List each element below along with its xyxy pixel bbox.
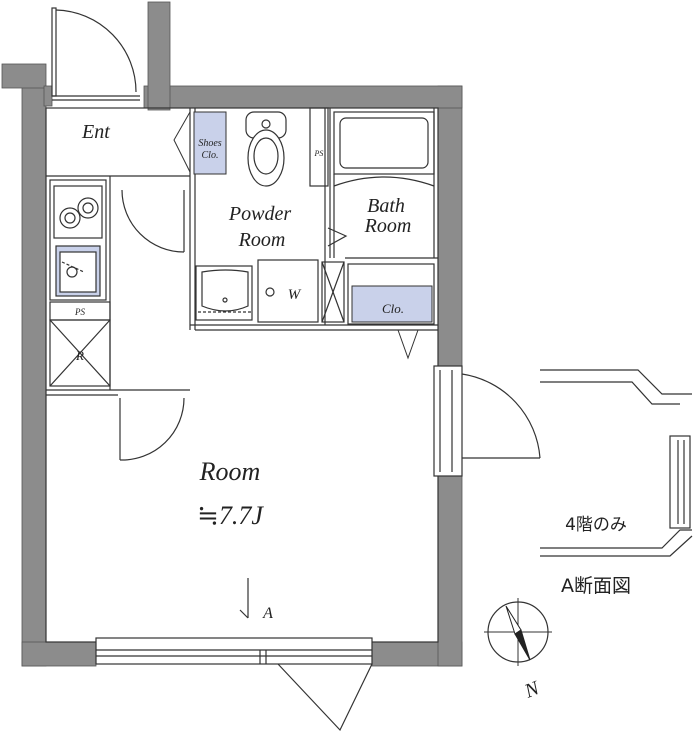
closet [351, 285, 433, 360]
section-marker [239, 578, 249, 619]
powder-room-label: Powder [228, 203, 291, 225]
washer-label: W [288, 287, 302, 303]
main-room-label: Room [199, 457, 261, 486]
shoes-closet-label: Shoes [198, 138, 221, 149]
kitchen [49, 179, 111, 387]
section-marker-label: A [262, 605, 273, 622]
main-room-size: ≒7.7J [197, 501, 264, 530]
entrance-label: Ent [81, 121, 110, 143]
shoes-closet [173, 111, 227, 175]
washer-icon [265, 287, 275, 297]
compass-icon [484, 598, 552, 666]
shoes-closet-label-2: Clo. [202, 150, 219, 161]
wash-basin-icon [195, 265, 253, 321]
interior-doors [119, 189, 541, 477]
toilet-icon [245, 111, 287, 187]
refrigerator-label: R [75, 348, 84, 363]
floor-note: 4階のみ [565, 515, 627, 535]
bottom-window [95, 637, 373, 732]
exterior-walls [1, 1, 463, 667]
bathtub-icon [327, 108, 435, 258]
section-title: A断面図 [561, 575, 631, 597]
a-section-diagram [540, 369, 693, 557]
entry-door [51, 7, 140, 101]
powder-room-label-2: Room [238, 229, 286, 251]
bath-room-label-2: Room [364, 215, 412, 237]
compass-north-label: N [521, 677, 544, 703]
pipe-space-label: PS [314, 149, 324, 158]
kitchen-ps-label: PS [74, 307, 85, 317]
bath-room-label: Bath [367, 195, 405, 217]
closet-label: Clo. [382, 301, 404, 316]
interior-walls [45, 107, 439, 643]
